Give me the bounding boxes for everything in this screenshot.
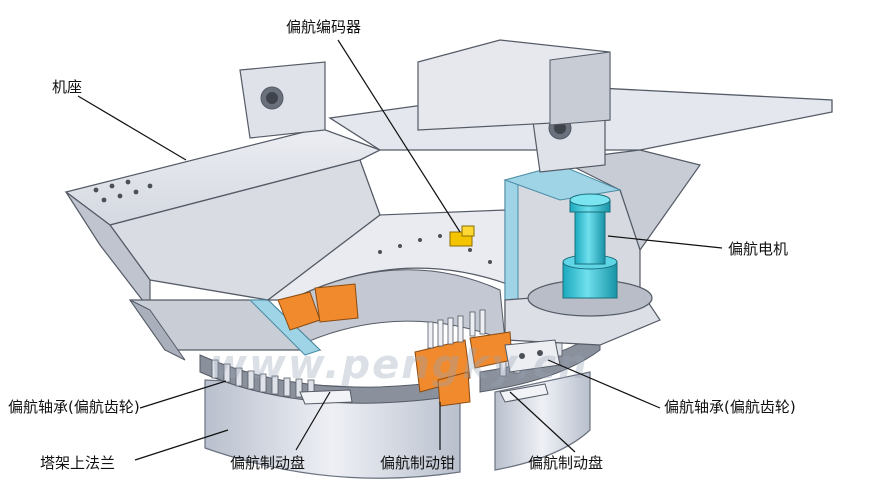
label-yaw-encoder: 偏航编码器: [286, 18, 362, 36]
bolt-holes: [93, 179, 492, 264]
watermark-text: www.pengky.cn: [210, 342, 589, 388]
label-brake-caliper: 偏航制动钳: [380, 454, 456, 472]
leader-lines: [77, 39, 723, 461]
label-nacelle-base: 机座: [52, 78, 83, 96]
yaw-motor-part: [527, 193, 653, 317]
label-yaw-bearing-left: 偏航轴承(偏航齿轮): [8, 398, 140, 416]
brake-disc-right-part: [499, 383, 549, 403]
label-brake-disc-left: 偏航制动盘: [230, 454, 306, 472]
brake-calipers: [277, 283, 513, 407]
top-box: [417, 39, 611, 131]
label-yaw-motor: 偏航电机: [728, 240, 789, 258]
label-yaw-bearing-right: 偏航轴承(偏航齿轮): [664, 398, 796, 416]
label-tower-flange: 塔架上法兰: [40, 454, 116, 472]
label-brake-disc-right: 偏航制动盘: [528, 454, 604, 472]
gear-bracket-right: [504, 339, 561, 373]
brake-disc-left-part: [299, 389, 353, 405]
caliper-bolts: [427, 309, 486, 349]
yaw-encoder-part: [449, 225, 475, 247]
lifting-lug-left: [239, 61, 326, 139]
